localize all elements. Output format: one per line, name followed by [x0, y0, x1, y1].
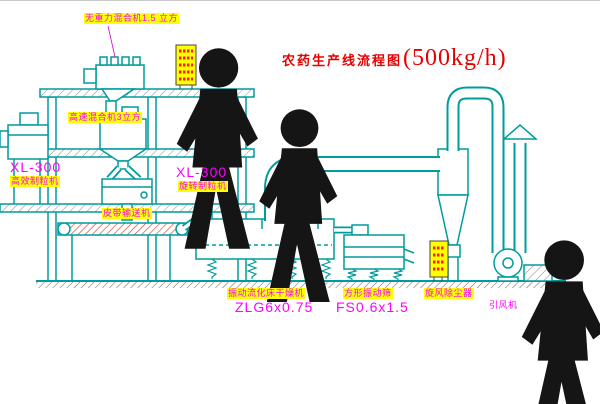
exhaust-stack-cap [502, 124, 538, 140]
square-vibrating-screen [343, 224, 415, 281]
belt-conveyor [57, 222, 189, 281]
label-fan-name: 引风机 [489, 300, 518, 310]
worker-figure-2 [259, 109, 337, 302]
label-screen-model: FS0.6x1.5 [336, 299, 409, 315]
label-left-granulator-name: 高效制粒机 [10, 176, 60, 187]
label-ribbon-mixer: 无重力混合机1.5 立方 [84, 13, 180, 24]
left-granulator [0, 112, 49, 204]
label-screen-name: 方形振动筛 [343, 288, 393, 299]
label-rotary-granulator-model: XL-300 [176, 164, 228, 180]
high-speed-mixer [97, 106, 149, 182]
ribbon-mixer [83, 56, 145, 120]
label-left-granulator-model: XL-300 [10, 159, 62, 175]
diagram-title-text: 农药生产线流程图 [282, 53, 403, 68]
label-high-speed-mixer: 高速混合机3立方 [68, 112, 143, 123]
cyclone-separator [437, 148, 469, 281]
label-cyclone-name: 旋风除尘器 [424, 288, 474, 299]
induced-draft-fan [493, 248, 553, 282]
diagram-title: 农药生产线流程图 (500kg/h) [282, 45, 507, 72]
label-dryer-model: ZLG6x0.75 [235, 299, 314, 315]
ground-line [36, 280, 566, 288]
label-leader-line [107, 25, 116, 58]
diagram-title-capacity: (500kg/h) [403, 45, 507, 71]
label-dryer-name: 振动流化床干燥机 [227, 288, 306, 299]
control-cabinet-top [175, 44, 197, 89]
control-cabinet-floor [429, 240, 449, 281]
label-belt-conveyor: 皮带输送机 [102, 208, 152, 219]
label-rotary-granulator-name: 旋转制粒机 [178, 181, 228, 192]
